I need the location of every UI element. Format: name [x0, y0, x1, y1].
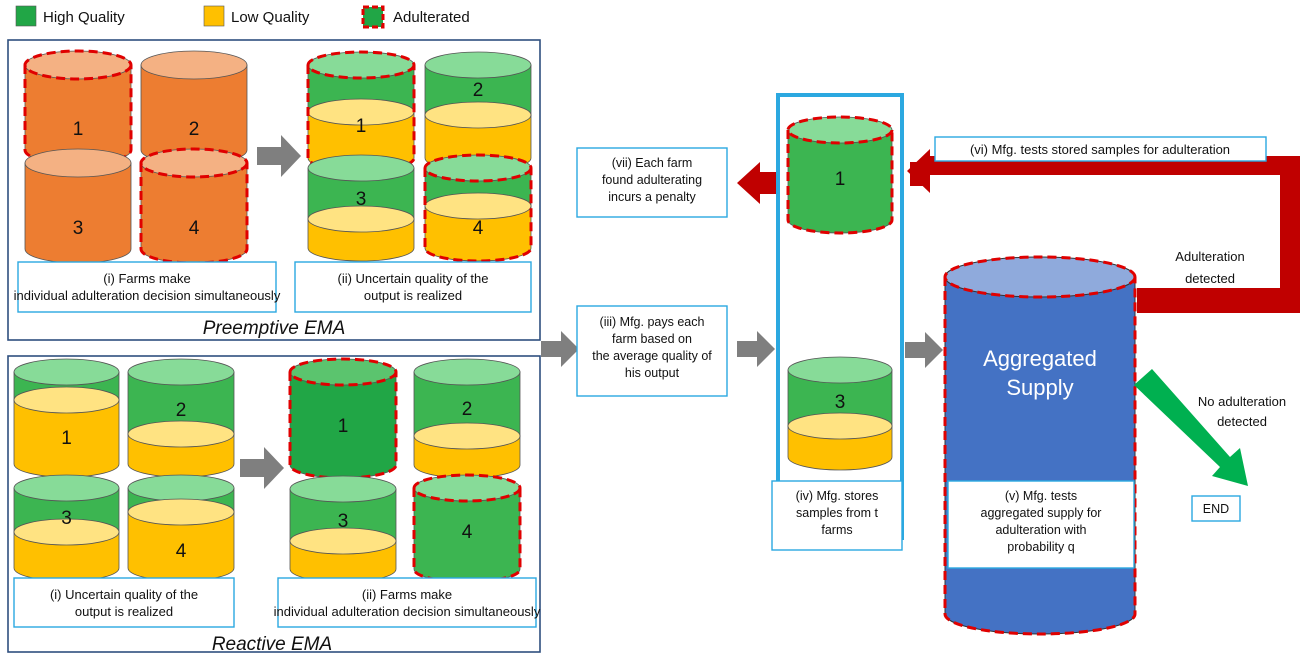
aggregated-supply-dash	[943, 277, 1137, 636]
cylinder-label: 2	[189, 119, 200, 140]
sample-cylinder-1: 1	[786, 115, 894, 235]
preemptive-left-caption-box	[17, 261, 277, 313]
legend-low-quality-label: Low Quality	[231, 9, 310, 26]
preemptive-right-caption: output is realized	[364, 288, 462, 303]
step-iii-text: farm based on	[612, 332, 692, 346]
legend-adulterated-label: Adulterated	[393, 9, 470, 26]
cylinder-label: 4	[189, 218, 200, 239]
flow-arrow	[905, 332, 943, 368]
no-adulteration-label: No adulteration	[1198, 394, 1286, 409]
step-v-text: (v) Mfg. tests	[1005, 489, 1077, 503]
cylinder-label: 2	[462, 399, 473, 420]
step-iv-box	[771, 480, 903, 551]
step-iv-text: farms	[821, 523, 852, 537]
step-v-text: aggregated supply for	[981, 506, 1102, 520]
step-vii-text: found adulterating	[602, 173, 702, 187]
cylinder-label: 4	[462, 522, 473, 543]
farm-cylinder-3: 3	[13, 474, 120, 582]
cylinder-label: 1	[61, 428, 72, 449]
adulteration-detected-label: detected	[1185, 271, 1235, 286]
reactive-title: Reactive EMA	[212, 634, 332, 653]
cylinder-label: 4	[176, 541, 187, 562]
cylinder-label: 1	[835, 169, 846, 190]
step-vi-box	[934, 136, 1267, 162]
cylinder-label: 4	[473, 218, 484, 239]
feedback-arrow	[910, 156, 1300, 313]
legend-high-quality-swatch	[15, 5, 37, 27]
step-iii-text: (iii) Mfg. pays each	[600, 315, 705, 329]
cylinder-label: 1	[73, 119, 84, 140]
farm-cylinder-2: 2	[413, 358, 521, 479]
farm-cylinder-4: 4	[423, 153, 533, 263]
adulteration-detected-label: Adulteration	[1175, 249, 1244, 264]
feedback-arrow-head	[907, 149, 930, 193]
farm-cylinder-4: 4	[127, 474, 235, 582]
farm-cylinder-2: 2	[140, 50, 248, 165]
aggregated-supply-label: Supply	[1006, 375, 1073, 400]
no-adulteration-arrow	[1134, 369, 1248, 486]
no-adulteration-label: detected	[1217, 414, 1267, 429]
cylinder-label: 3	[338, 511, 349, 532]
reactive-arrow	[240, 447, 284, 489]
flow-arrow	[737, 331, 775, 367]
preemptive-arrow	[257, 135, 301, 177]
step-v-text: probability q	[1007, 540, 1074, 554]
cylinder-label: 3	[61, 508, 72, 529]
farm-cylinder-1: 1	[288, 357, 398, 480]
preemptive-title: Preemptive EMA	[203, 318, 346, 339]
farm-cylinder-3: 3	[24, 148, 132, 264]
farm-cylinder-4: 4	[139, 147, 249, 265]
step-iii-box	[576, 305, 728, 397]
sample-cylinder-3: 3	[787, 356, 893, 471]
cylinder-label: 3	[356, 189, 367, 210]
end-label: END	[1203, 502, 1229, 516]
legend-adulterated-swatch	[361, 5, 385, 29]
step-v-box	[947, 480, 1135, 569]
preemptive-right-caption-box	[294, 261, 532, 313]
preemptive-right-caption: (ii) Uncertain quality of the	[337, 271, 488, 286]
step-v-text: adulteration with	[995, 523, 1086, 537]
reactive-right-caption-box	[277, 577, 537, 628]
aggregated-supply-label: Aggregated	[983, 346, 1097, 371]
reactive-left-caption-box	[13, 577, 235, 628]
farm-cylinder-3: 3	[307, 154, 415, 262]
step-iii-text: the average quality of	[592, 349, 712, 363]
cylinder-label: 1	[356, 116, 367, 137]
step-vii-text: (vii) Each farm	[612, 156, 693, 170]
end-box	[1191, 495, 1241, 522]
cylinder-label: 1	[338, 416, 349, 437]
farm-cylinder-1: 1	[306, 50, 416, 173]
farm-cylinder-1: 1	[13, 358, 120, 478]
farm-cylinder-1: 1	[23, 49, 133, 166]
cylinder-label: 2	[176, 400, 187, 421]
farm-cylinder-4: 4	[412, 473, 522, 584]
step-vi-text: (vi) Mfg. tests stored samples for adult…	[970, 142, 1230, 157]
preemptive-left-caption: (i) Farms make	[103, 271, 190, 286]
step-iii-text: his output	[625, 366, 680, 380]
cylinder-label: 2	[473, 80, 484, 101]
penalty-arrow	[737, 162, 783, 204]
reactive-left-caption: output is realized	[75, 604, 173, 619]
legend-low-quality-swatch	[203, 5, 225, 27]
flow-arrow	[541, 331, 579, 367]
step-vii-text: incurs a penalty	[608, 190, 696, 204]
farm-cylinder-2: 2	[424, 51, 532, 172]
legend-high-quality-label: High Quality	[43, 9, 125, 26]
farm-cylinder-2: 2	[127, 358, 235, 478]
reactive-left-caption: (i) Uncertain quality of the	[50, 587, 198, 602]
cylinder-label: 3	[73, 218, 84, 239]
step-iv-text: samples from t	[796, 506, 878, 520]
step-vii-box	[576, 147, 728, 218]
preemptive-left-caption: individual adulteration decision simulta…	[14, 288, 281, 303]
step-iv-text: (iv) Mfg. stores	[796, 489, 879, 503]
reactive-right-caption: individual adulteration decision simulta…	[274, 604, 541, 619]
farm-cylinder-3: 3	[289, 475, 397, 583]
reactive-right-caption: (ii) Farms make	[362, 587, 452, 602]
aggregated-supply-body	[944, 276, 1136, 635]
cylinder-label: 3	[835, 392, 846, 413]
